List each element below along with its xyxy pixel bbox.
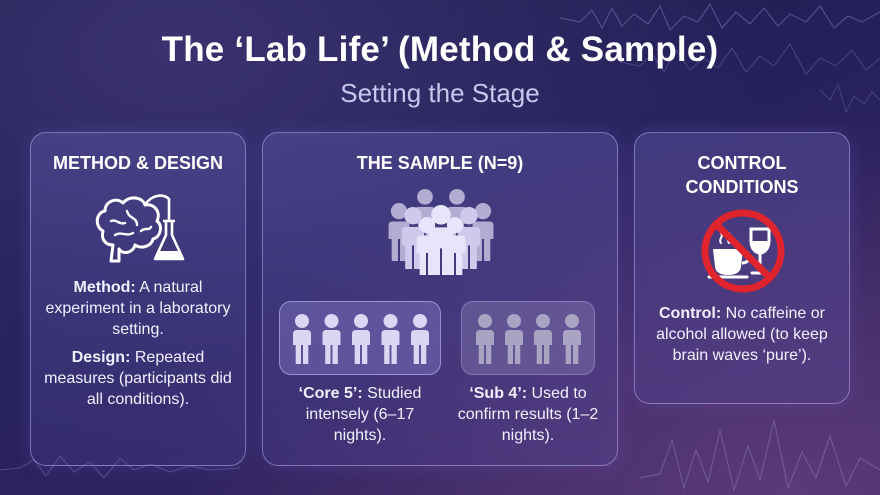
sub-four-box (461, 301, 595, 375)
sub-four-people-icon (476, 314, 581, 364)
people-group-icon (388, 189, 494, 275)
sub-four-label: ‘Sub 4’: (469, 385, 528, 402)
design-label: Design: (71, 349, 131, 366)
brain-flask-icon (95, 194, 185, 263)
control-card: CONTROL CONDITIONS Control: No caffeine … (634, 132, 850, 404)
sub-person-icon (505, 314, 523, 364)
design-text-block: Design: Repeated measures (participants … (31, 347, 245, 410)
control-description: No caffeine or alcohol allowed (to keep … (656, 305, 828, 364)
page-subtitle: Setting the Stage (340, 78, 540, 108)
no-coffee-no-alcohol-icon (701, 209, 785, 293)
control-heading-line1: CONTROL (697, 153, 787, 173)
method-design-card: METHOD & DESIGN Method: A natural experi… (30, 132, 246, 466)
control-label: Control: (659, 305, 722, 322)
core-five-description: Studied intensely (6–17 nights). (305, 385, 422, 444)
control-text-block: Control: No caffeine or alcohol allowed … (635, 303, 849, 366)
sub-person-icon (534, 314, 552, 364)
sub-person-icon (563, 314, 581, 364)
core-five-label: ‘Core 5’: (298, 385, 363, 402)
sub-person-icon (476, 314, 494, 364)
method-design-heading: METHOD & DESIGN (52, 153, 223, 173)
crowd-person-icon (444, 217, 466, 275)
core-five-text-block: ‘Core 5’: Studied intensely (6–17 nights… (279, 383, 441, 446)
core-person-icon (293, 314, 311, 364)
core-person-icon (411, 314, 429, 364)
sample-heading: THE SAMPLE (N=9) (356, 153, 524, 173)
sample-card: THE SAMPLE (N=9) ‘Core 5’: Studied inten… (262, 132, 618, 466)
method-description: A natural experiment in a laboratory set… (45, 279, 231, 338)
control-heading-line2: CONDITIONS (685, 177, 799, 197)
design-description: Repeated measures (participants did all … (44, 349, 232, 408)
core-person-icon (381, 314, 400, 364)
core-person-icon (352, 314, 370, 364)
method-text-block: Method: A natural experiment in a labora… (31, 277, 245, 340)
sub-four-description: Used to confirm results (1–2 nights). (457, 385, 599, 444)
page-title: The ‘Lab Life’ (Method & Sample) (161, 30, 719, 69)
sub-four-text-block: ‘Sub 4’: Used to confirm results (1–2 ni… (453, 383, 603, 446)
core-five-box (279, 301, 441, 375)
method-label: Method: (73, 279, 136, 296)
core-person-icon (322, 314, 341, 364)
core-five-people-icon (293, 314, 429, 364)
